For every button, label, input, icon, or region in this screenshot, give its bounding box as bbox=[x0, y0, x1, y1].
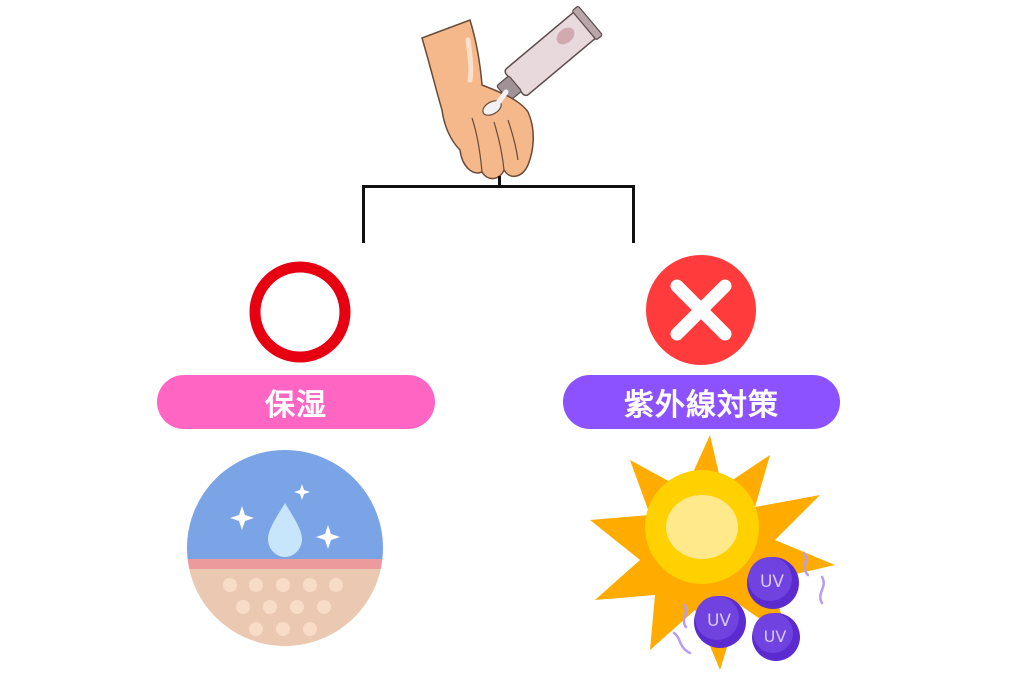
hand-icon bbox=[421, 19, 534, 180]
sun-uv-icon bbox=[590, 435, 835, 670]
water-drop-icon bbox=[268, 503, 302, 557]
uv-badge bbox=[694, 596, 746, 648]
uv-badge bbox=[747, 557, 799, 609]
sparkle-icon bbox=[230, 506, 254, 530]
label-uv-protection-text: 紫外線対策 bbox=[624, 388, 779, 423]
sparkle-icon bbox=[316, 525, 340, 549]
sparkle-icon bbox=[294, 484, 310, 500]
hand-cream-illustration bbox=[421, 6, 603, 180]
uv-badge bbox=[752, 613, 800, 661]
label-uv-protection: 紫外線対策 bbox=[563, 375, 840, 429]
cream-tube-icon bbox=[496, 6, 603, 102]
connector-horizontal bbox=[362, 185, 635, 188]
connector-stem bbox=[498, 176, 501, 187]
circle-ok-icon bbox=[249, 261, 351, 363]
uv-badge-label: UV bbox=[759, 572, 785, 592]
connector-left-drop bbox=[362, 185, 365, 243]
label-moisturize: 保湿 bbox=[157, 375, 435, 429]
cross-ng-icon bbox=[646, 255, 756, 365]
label-moisturize-text: 保湿 bbox=[265, 388, 327, 423]
connector-right-drop bbox=[632, 185, 635, 243]
uv-badge-label: UV bbox=[706, 611, 732, 631]
uv-badge-label: UV bbox=[763, 627, 787, 646]
skin-moisture-icon bbox=[187, 450, 383, 646]
